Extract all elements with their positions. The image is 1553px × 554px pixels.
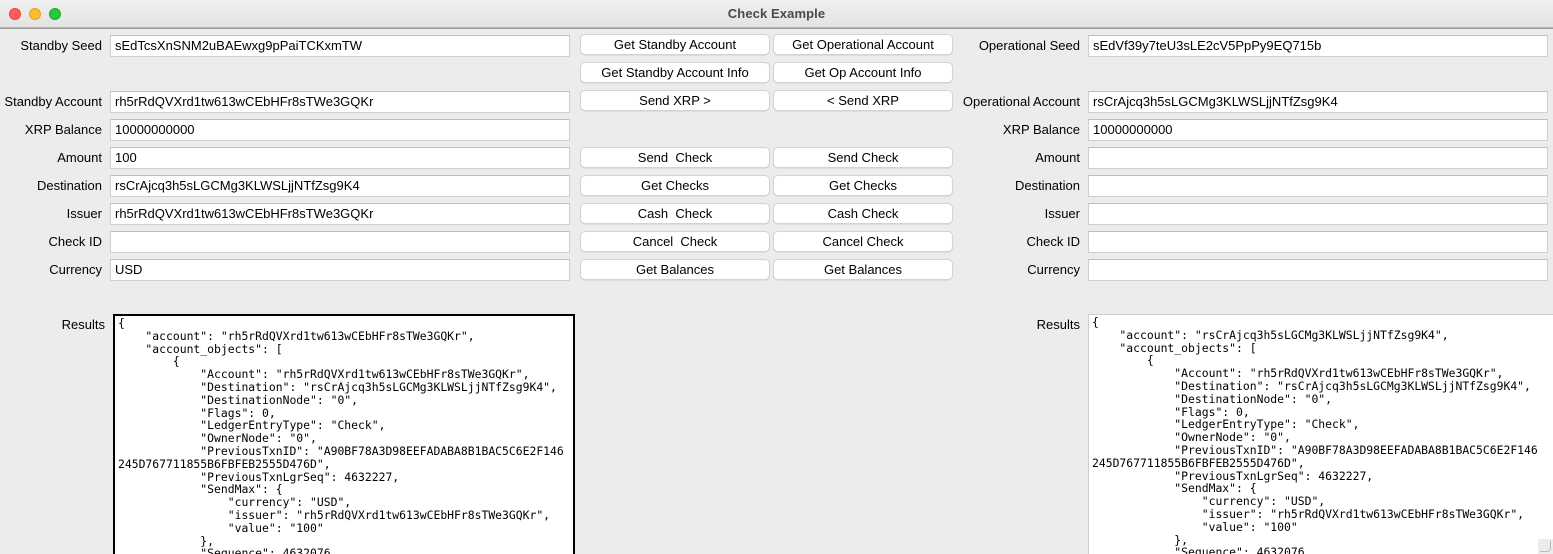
operational-seed-input[interactable]: sEdVf39y7teU3sLE2cV5PpPy9EQ715b bbox=[1088, 35, 1548, 57]
operational-destination-label: Destination bbox=[1014, 178, 1080, 193]
operational-account-input[interactable]: rsCrAjcq3h5sLGCMg3KLWSLjjNTfZsg9K4 bbox=[1088, 91, 1548, 113]
window-controls bbox=[9, 0, 61, 28]
standby-account-row: Standby Account rh5rRdQVXrd1tw613wCEbHFr… bbox=[0, 91, 575, 113]
standby-issuer-label: Issuer bbox=[66, 206, 102, 221]
close-button[interactable] bbox=[9, 8, 21, 20]
standby-destination-label: Destination bbox=[36, 178, 102, 193]
operational-destination-row: Destination bbox=[960, 175, 1553, 197]
operational-check-id-input[interactable] bbox=[1088, 231, 1548, 253]
operational-destination-input[interactable] bbox=[1088, 175, 1548, 197]
operational-check-id-row: Check ID bbox=[960, 231, 1553, 253]
window-title: Check Example bbox=[727, 6, 826, 21]
standby-issuer-row: Issuer rh5rRdQVXrd1tw613wCEbHFr8sTWe3GQK… bbox=[0, 203, 575, 225]
standby-get-checks-button[interactable]: Get Checks bbox=[580, 175, 770, 196]
standby-cash-check-button[interactable]: Cash Check bbox=[580, 203, 770, 224]
operational-currency-input[interactable] bbox=[1088, 259, 1548, 281]
get-standby-account-button[interactable]: Get Standby Account bbox=[580, 34, 770, 55]
operational-currency-label: Currency bbox=[1027, 262, 1080, 277]
standby-account-input[interactable]: rh5rRdQVXrd1tw613wCEbHFr8sTWe3GQKr bbox=[110, 91, 570, 113]
operational-seed-row: Operational Seed sEdVf39y7teU3sLE2cV5PpP… bbox=[960, 35, 1553, 57]
window-resize-grip[interactable] bbox=[1538, 539, 1553, 554]
title-bar: Check Example bbox=[0, 0, 1553, 28]
minimize-button[interactable] bbox=[29, 8, 41, 20]
standby-amount-label: Amount bbox=[57, 150, 102, 165]
standby-seed-input[interactable]: sEdTcsXnSNM2uBAEwxg9pPaiTCKxmTW bbox=[110, 35, 570, 57]
operational-results-textarea[interactable]: { "account": "rsCrAjcq3h5sLGCMg3KLWSLjjN… bbox=[1088, 314, 1553, 554]
standby-check-id-row: Check ID bbox=[0, 231, 575, 253]
standby-cancel-check-button[interactable]: Cancel Check bbox=[580, 231, 770, 252]
operational-currency-row: Currency bbox=[960, 259, 1553, 281]
operational-cash-check-button[interactable]: Cash Check bbox=[773, 203, 953, 224]
operational-get-checks-button[interactable]: Get Checks bbox=[773, 175, 953, 196]
standby-destination-row: Destination rsCrAjcq3h5sLGCMg3KLWSLjjNTf… bbox=[0, 175, 575, 197]
operational-issuer-input[interactable] bbox=[1088, 203, 1548, 225]
standby-balance-row: XRP Balance 10000000000 bbox=[0, 119, 575, 141]
get-standby-account-info-button[interactable]: Get Standby Account Info bbox=[580, 62, 770, 83]
operational-amount-row: Amount bbox=[960, 147, 1553, 169]
main-content: Standby Seed sEdTcsXnSNM2uBAEwxg9pPaiTCK… bbox=[0, 28, 1553, 554]
operational-balance-input[interactable]: 10000000000 bbox=[1088, 119, 1548, 141]
standby-currency-input[interactable]: USD bbox=[110, 259, 570, 281]
operational-issuer-row: Issuer bbox=[960, 203, 1553, 225]
standby-seed-row: Standby Seed sEdTcsXnSNM2uBAEwxg9pPaiTCK… bbox=[0, 35, 575, 57]
get-operational-account-button[interactable]: Get Operational Account bbox=[773, 34, 953, 55]
standby-results-label: Results bbox=[61, 317, 105, 332]
operational-issuer-label: Issuer bbox=[1044, 206, 1080, 221]
operational-send-check-button[interactable]: Send Check bbox=[773, 147, 953, 168]
standby-currency-label: Currency bbox=[49, 262, 102, 277]
operational-account-row: Operational Account rsCrAjcq3h5sLGCMg3KL… bbox=[960, 91, 1553, 113]
standby-results-textarea[interactable]: { "account": "rh5rRdQVXrd1tw613wCEbHFr8s… bbox=[113, 314, 575, 554]
zoom-button[interactable] bbox=[49, 8, 61, 20]
standby-issuer-input[interactable]: rh5rRdQVXrd1tw613wCEbHFr8sTWe3GQKr bbox=[110, 203, 570, 225]
standby-amount-row: Amount 100 bbox=[0, 147, 575, 169]
standby-check-id-label: Check ID bbox=[48, 234, 102, 249]
standby-balance-label: XRP Balance bbox=[24, 122, 102, 137]
standby-balance-input[interactable]: 10000000000 bbox=[110, 119, 570, 141]
standby-get-balances-button[interactable]: Get Balances bbox=[580, 259, 770, 280]
operational-get-balances-button[interactable]: Get Balances bbox=[773, 259, 953, 280]
operational-account-label: Operational Account bbox=[962, 94, 1080, 109]
standby-amount-input[interactable]: 100 bbox=[110, 147, 570, 169]
standby-account-label: Standby Account bbox=[4, 94, 102, 109]
operational-seed-label: Operational Seed bbox=[978, 38, 1080, 53]
operational-balance-row: XRP Balance 10000000000 bbox=[960, 119, 1553, 141]
send-xrp-to-operational-button[interactable]: Send XRP > bbox=[580, 90, 770, 111]
standby-currency-row: Currency USD bbox=[0, 259, 575, 281]
operational-amount-label: Amount bbox=[1035, 150, 1080, 165]
standby-seed-label: Standby Seed bbox=[20, 38, 102, 53]
operational-amount-input[interactable] bbox=[1088, 147, 1548, 169]
operational-cancel-check-button[interactable]: Cancel Check bbox=[773, 231, 953, 252]
operational-check-id-label: Check ID bbox=[1026, 234, 1080, 249]
send-xrp-to-standby-button[interactable]: < Send XRP bbox=[773, 90, 953, 111]
standby-destination-input[interactable]: rsCrAjcq3h5sLGCMg3KLWSLjjNTfZsg9K4 bbox=[110, 175, 570, 197]
standby-send-check-button[interactable]: Send Check bbox=[580, 147, 770, 168]
get-op-account-info-button[interactable]: Get Op Account Info bbox=[773, 62, 953, 83]
standby-check-id-input[interactable] bbox=[110, 231, 570, 253]
operational-results-label: Results bbox=[1036, 317, 1080, 332]
operational-balance-label: XRP Balance bbox=[1002, 122, 1080, 137]
